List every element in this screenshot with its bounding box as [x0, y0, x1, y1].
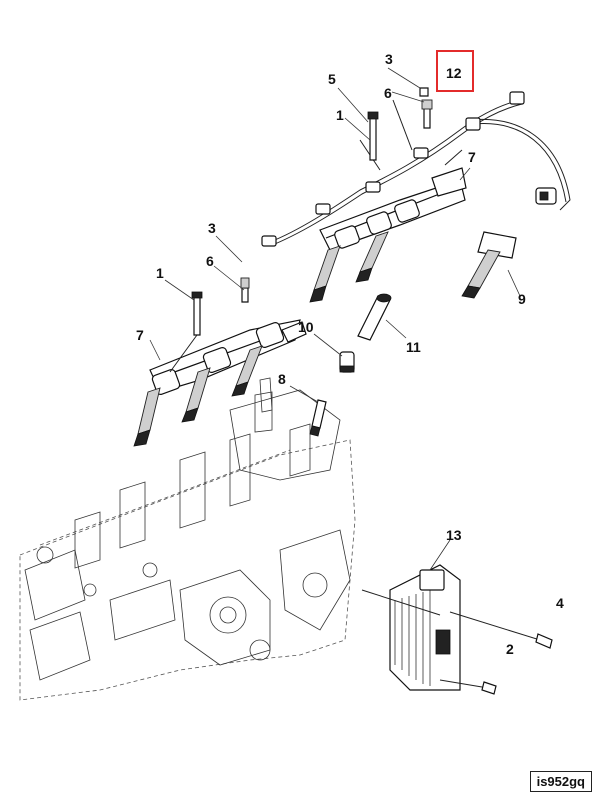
callout-12: 12 [446, 65, 462, 81]
callout-9: 9 [518, 291, 526, 307]
coil-rail-front [133, 319, 307, 447]
callout-4: 4 [556, 595, 564, 611]
callout-3-upper: 3 [385, 51, 393, 67]
coil-boot-11 [357, 293, 392, 341]
callout-5: 5 [328, 71, 336, 87]
callout-1-lower: 1 [156, 265, 164, 281]
callout-labels: 12 3 5 6 1 7 3 6 1 7 10 11 9 8 13 4 2 [136, 51, 564, 657]
callout-2: 2 [506, 641, 514, 657]
coil-rail-rear [309, 167, 467, 303]
reference-code: is952gq [529, 771, 592, 792]
callout-7-lower: 7 [136, 327, 144, 343]
callout-3-lower: 3 [208, 220, 216, 236]
bolts-upper [367, 87, 433, 161]
ignition-coil-9 [461, 231, 517, 299]
callout-12-highlight-box [436, 50, 474, 92]
leader-lines [149, 67, 521, 571]
bolt-lower [169, 277, 250, 373]
callout-1-upper: 1 [336, 107, 344, 123]
callout-6-upper: 6 [384, 85, 392, 101]
seal-10 [339, 351, 355, 373]
callout-10: 10 [298, 319, 314, 335]
bolt-2 [481, 681, 497, 695]
callout-7-upper: 7 [468, 149, 476, 165]
engine-block [19, 377, 356, 701]
callout-11: 11 [406, 339, 421, 355]
callout-8: 8 [278, 371, 286, 387]
callout-6-lower: 6 [206, 253, 214, 269]
callout-13: 13 [446, 527, 462, 543]
wiring-harness [261, 91, 571, 247]
bolt-4 [535, 633, 553, 649]
control-module-13 [361, 564, 541, 691]
spark-plug-8 [309, 399, 327, 437]
